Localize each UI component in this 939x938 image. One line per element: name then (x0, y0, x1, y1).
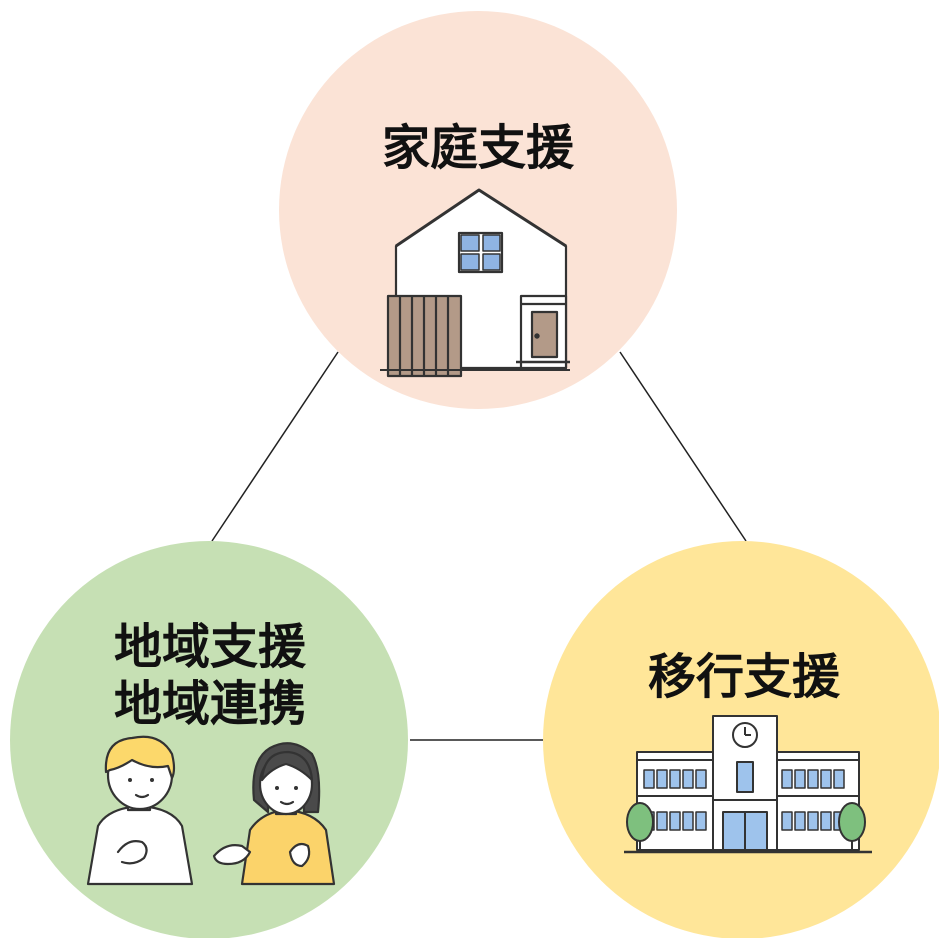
node-title-line2: 地域連携 (114, 676, 306, 732)
node-circle (10, 541, 408, 938)
girl-figure (212, 742, 336, 886)
node-transition-support: 移行支援 (543, 541, 939, 938)
node-community-support: 地域支援 地域連携 (10, 541, 408, 938)
node-home-support: 家庭支援 (279, 11, 677, 409)
connectors (211, 351, 747, 741)
connector-home-community (211, 351, 339, 542)
connector-home-transition (619, 351, 747, 542)
boy-figure (86, 735, 194, 886)
school-building-icon (624, 715, 872, 854)
house-icon (380, 188, 570, 378)
tree-left (626, 802, 654, 852)
people-talking-icon (86, 735, 336, 886)
node-title: 移行支援 (648, 649, 841, 705)
node-title-line1: 地域支援 (114, 619, 307, 675)
node-title: 家庭支援 (382, 120, 575, 176)
tree-right (838, 802, 866, 852)
